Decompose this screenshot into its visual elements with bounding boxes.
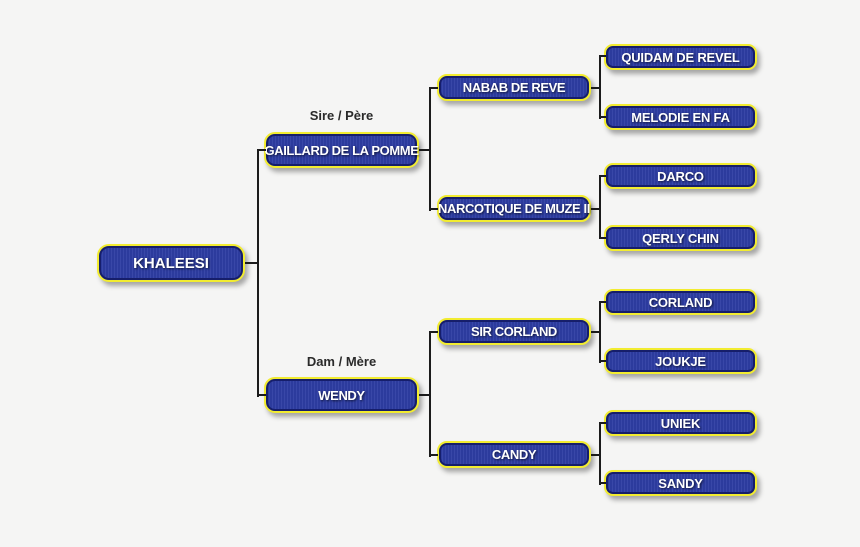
connector-line [591,208,601,210]
pedigree-node-sire-sire-dam[interactable]: MELODIE EN FA [604,104,757,130]
dam-generation-label: Dam / Mère [306,354,377,369]
connector-line [429,331,431,457]
connector-line [429,87,438,89]
connector-line [599,55,601,119]
connector-line [419,149,431,151]
connector-line [599,301,606,303]
connector-line [257,149,259,397]
pedigree-node-sire[interactable]: GAILLARD DE LA POMME [264,132,419,168]
pedigree-node-sire-dam-sire[interactable]: DARCO [604,163,757,189]
pedigree-node-dam-sire-sire[interactable]: CORLAND [604,289,757,315]
pedigree-node-dam[interactable]: WENDY [264,377,419,413]
connector-line [429,208,438,210]
pedigree-node-dam-dam-dam[interactable]: SANDY [604,470,757,496]
connector-line [591,331,601,333]
connector-line [599,422,606,424]
pedigree-node-sire-sire-sire[interactable]: QUIDAM DE REVEL [604,44,757,70]
pedigree-node-sire-dam[interactable]: NARCOTIQUE DE MUZE II [437,195,591,222]
connector-line [599,175,606,177]
pedigree-node-subject[interactable]: KHALEESI [97,244,245,282]
pedigree-node-sire-dam-dam[interactable]: QERLY CHIN [604,225,757,251]
connector-line [419,394,431,396]
connector-line [599,482,606,484]
connector-line [599,360,606,362]
pedigree-node-dam-sire-dam[interactable]: JOUKJE [604,348,757,374]
pedigree-node-dam-dam-sire[interactable]: UNIEK [604,410,757,436]
connector-line [599,116,606,118]
connector-line [429,331,438,333]
connector-line [599,175,601,239]
pedigree-node-dam-sire[interactable]: SIR CORLAND [437,318,591,345]
connector-line [591,454,601,456]
connector-line [599,422,601,485]
connector-line [429,454,438,456]
pedigree-node-dam-dam[interactable]: CANDY [437,441,591,468]
connector-line [599,237,606,239]
pedigree-node-sire-sire[interactable]: NABAB DE REVE [437,74,591,101]
connector-line [429,87,431,211]
sire-generation-label: Sire / Père [309,108,374,123]
connector-line [599,55,606,57]
connector-line [245,262,259,264]
connector-line [599,301,601,363]
connector-line [257,149,266,151]
connector-line [591,87,601,89]
connector-line [257,394,266,396]
